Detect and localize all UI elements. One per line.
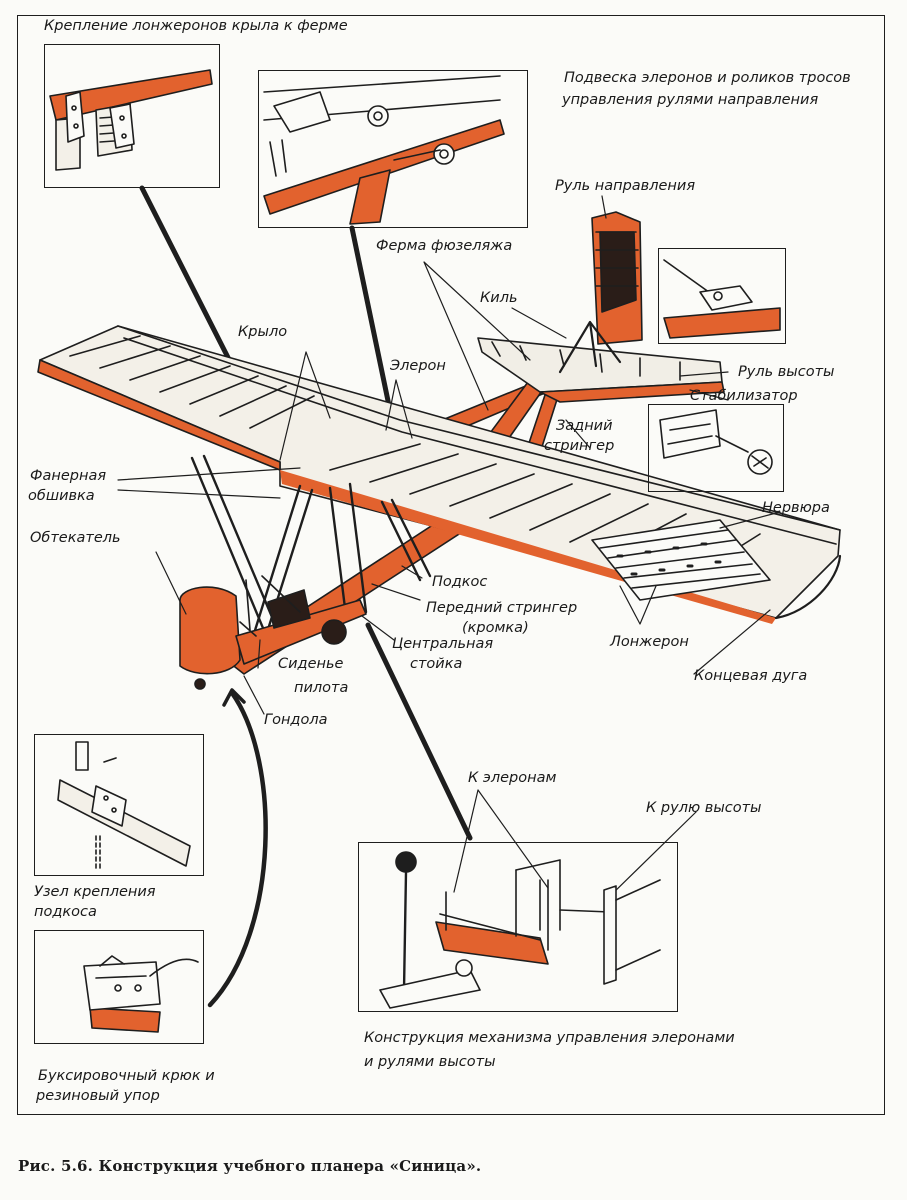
seat bbox=[267, 589, 311, 629]
gondola-group bbox=[179, 575, 367, 690]
label-rib: Нервюра bbox=[762, 500, 830, 516]
inset-elevator-hinge bbox=[658, 248, 786, 344]
label-to-ailerons: К элеронам bbox=[468, 770, 557, 786]
label-control-mech-2: и рулями высоты bbox=[364, 1054, 496, 1070]
wing-tip bbox=[774, 554, 842, 620]
label-stabilizer: Стабилизатор bbox=[690, 388, 798, 404]
spar-mount-detail bbox=[49, 69, 213, 171]
inset-spar-mount bbox=[44, 44, 220, 188]
elevator-hinge-detail bbox=[663, 259, 781, 339]
fin-struts bbox=[558, 320, 622, 374]
label-elevator: Руль высоты bbox=[738, 364, 835, 380]
label-aileron: Элерон bbox=[390, 358, 446, 374]
label-front-stringer-2: (кромка) bbox=[462, 620, 529, 636]
label-to-elevator: К рулю высоты bbox=[646, 800, 762, 816]
label-spar-mount: Крепление лонжеронов крыла к ферме bbox=[44, 18, 348, 34]
label-rear-stringer-1: Задний bbox=[556, 418, 613, 434]
tow-hook-detail bbox=[83, 955, 199, 1033]
label-rudder: Руль направления bbox=[555, 178, 696, 194]
leader-lines bbox=[117, 195, 781, 899]
label-tow-hook-1: Буксировочный крюк и bbox=[38, 1068, 215, 1084]
inset-control-mech bbox=[358, 842, 678, 1012]
label-tip-bow: Концевая дуга bbox=[694, 668, 808, 684]
control-mech-detail bbox=[379, 851, 661, 1009]
tailplane bbox=[477, 337, 725, 403]
rudder-dark bbox=[599, 231, 637, 313]
label-fin: Киль bbox=[480, 290, 518, 306]
pointer-tow-hook-arrow bbox=[222, 688, 246, 707]
tail-fin bbox=[558, 211, 643, 374]
label-aileron-suspension-2: управления рулями направления bbox=[562, 92, 819, 108]
fairing-shape bbox=[179, 586, 241, 675]
label-seat-1: Сиденье bbox=[278, 656, 344, 672]
figure-frame bbox=[17, 15, 885, 1115]
label-central-post-2: стойка bbox=[410, 656, 463, 672]
pointer-aileron-suspension bbox=[349, 225, 395, 423]
inset-rear-stringer bbox=[648, 404, 784, 492]
pointer-tow-hook bbox=[207, 690, 268, 1008]
label-plywood-2: обшивка bbox=[28, 488, 95, 504]
pointer-control-mech bbox=[365, 622, 473, 841]
label-control-mech-1: Конструкция механизма управления элерона… bbox=[364, 1030, 735, 1046]
inset-aileron-suspension bbox=[258, 70, 528, 228]
label-front-stringer-1: Передний стрингер bbox=[426, 600, 578, 616]
gondola-floor bbox=[235, 599, 367, 665]
label-tow-hook-2: резиновый упор bbox=[36, 1088, 160, 1104]
main-wing bbox=[37, 325, 842, 624]
inset-strut-node bbox=[34, 734, 204, 876]
label-rear-stringer-2: стрингер bbox=[544, 438, 615, 454]
label-seat-2: пилота bbox=[294, 680, 349, 696]
elevator-surface bbox=[539, 381, 725, 403]
label-fairing: Обтекатель bbox=[30, 530, 121, 546]
label-plywood-1: Фанерная bbox=[30, 468, 107, 484]
label-strut-node-2: подкоса bbox=[34, 904, 97, 920]
label-fuselage-truss: Ферма фюзеляжа bbox=[376, 238, 513, 254]
inset-tow-hook bbox=[34, 930, 204, 1044]
label-strut-node-1: Узел крепления bbox=[34, 884, 156, 900]
label-spar: Лонжерон bbox=[610, 634, 689, 650]
label-gondola: Гондола bbox=[264, 712, 328, 728]
figure-caption: Рис. 5.6. Конструкция учебного планера «… bbox=[18, 1157, 482, 1175]
label-central-post-1: Центральная bbox=[392, 636, 494, 652]
label-strut: Подкос bbox=[432, 574, 488, 590]
strut-node-detail bbox=[57, 741, 191, 871]
label-aileron-suspension-1: Подвеска элеронов и роликов тросов bbox=[564, 70, 851, 86]
aileron-suspension-detail bbox=[263, 75, 505, 225]
label-wing: Крыло bbox=[238, 324, 288, 340]
rear-stringer-detail bbox=[659, 409, 773, 475]
